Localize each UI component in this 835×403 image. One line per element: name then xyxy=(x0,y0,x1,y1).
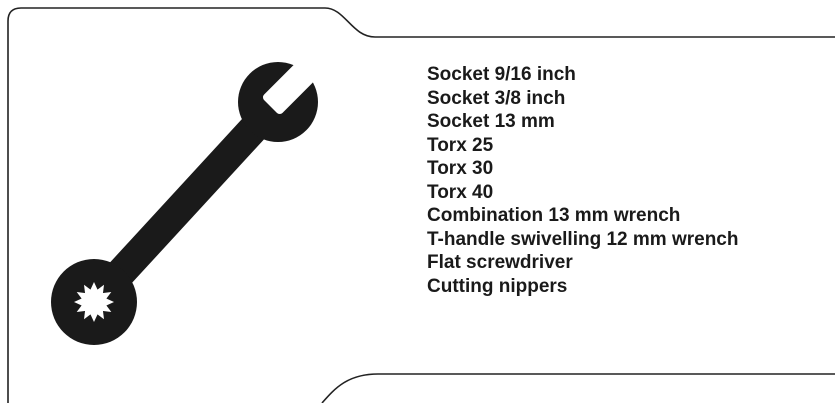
list-item: Torx 40 xyxy=(427,181,494,203)
list-item: Torx 30 xyxy=(427,158,494,179)
wrench-icon xyxy=(51,62,318,345)
list-item: Flat screwdriver xyxy=(427,252,573,273)
list-item: Socket 3/8 inch xyxy=(427,87,566,109)
list-item: Socket 9/16 inch xyxy=(427,64,576,85)
tool-list: Socket 9/16 inch Socket 3/8 inch Socket … xyxy=(427,63,738,298)
list-item: T-handle swivelling 12 mm wrench xyxy=(427,228,739,250)
list-item: Combination 13 mm wrench xyxy=(427,205,681,226)
list-item: Cutting nippers xyxy=(427,275,568,297)
list-item: Socket 13 mm xyxy=(427,111,555,132)
list-item: Torx 25 xyxy=(427,134,494,156)
